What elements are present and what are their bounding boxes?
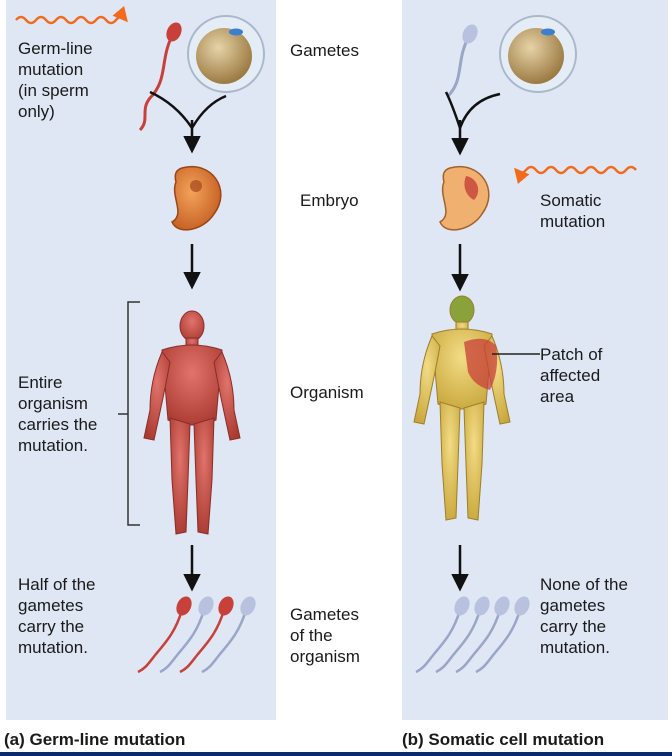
- gametes-a: [137, 596, 256, 674]
- embryo-stage-label: Embryo: [300, 191, 359, 210]
- embryo-a: [171, 165, 222, 231]
- human-figure-mutated: [143, 310, 241, 535]
- entire-organism-label: Entire organism carries the mutation.: [18, 373, 98, 455]
- gametes-b: [415, 596, 530, 674]
- normal-sperm: [446, 24, 478, 98]
- none-gametes-label: None of the gametes carry the mutation.: [540, 575, 628, 657]
- mutation-arrow-a: [15, 5, 128, 25]
- patch-affected-label: Patch of affected area: [540, 345, 603, 406]
- organism-stage-label: Organism: [290, 383, 364, 402]
- somatic-mutation-label: Somatic mutation: [540, 191, 606, 231]
- gametes-stage-label: Gametes: [290, 41, 359, 60]
- mutated-sperm: [138, 22, 182, 132]
- affected-patch: [464, 338, 498, 390]
- germ-line-mutation-label: Germ-line mutation (in sperm only): [18, 39, 93, 121]
- caption-germ-line: (a) Germ-line mutation: [4, 730, 186, 749]
- human-figure-somatic: [413, 295, 511, 521]
- caption-somatic: (b) Somatic cell mutation: [402, 730, 605, 749]
- embryo-b: [439, 165, 490, 231]
- egg-cell-a: [187, 15, 265, 93]
- mutation-arrow-b: [514, 165, 637, 185]
- egg-cell-b: [499, 15, 577, 93]
- caption-bar: [0, 752, 672, 756]
- half-gametes-label: Half of the gametes carry the mutation.: [18, 575, 96, 657]
- organism-gametes-stage-label: Gametes of the organism: [290, 605, 360, 666]
- organism-bracket: [127, 301, 140, 526]
